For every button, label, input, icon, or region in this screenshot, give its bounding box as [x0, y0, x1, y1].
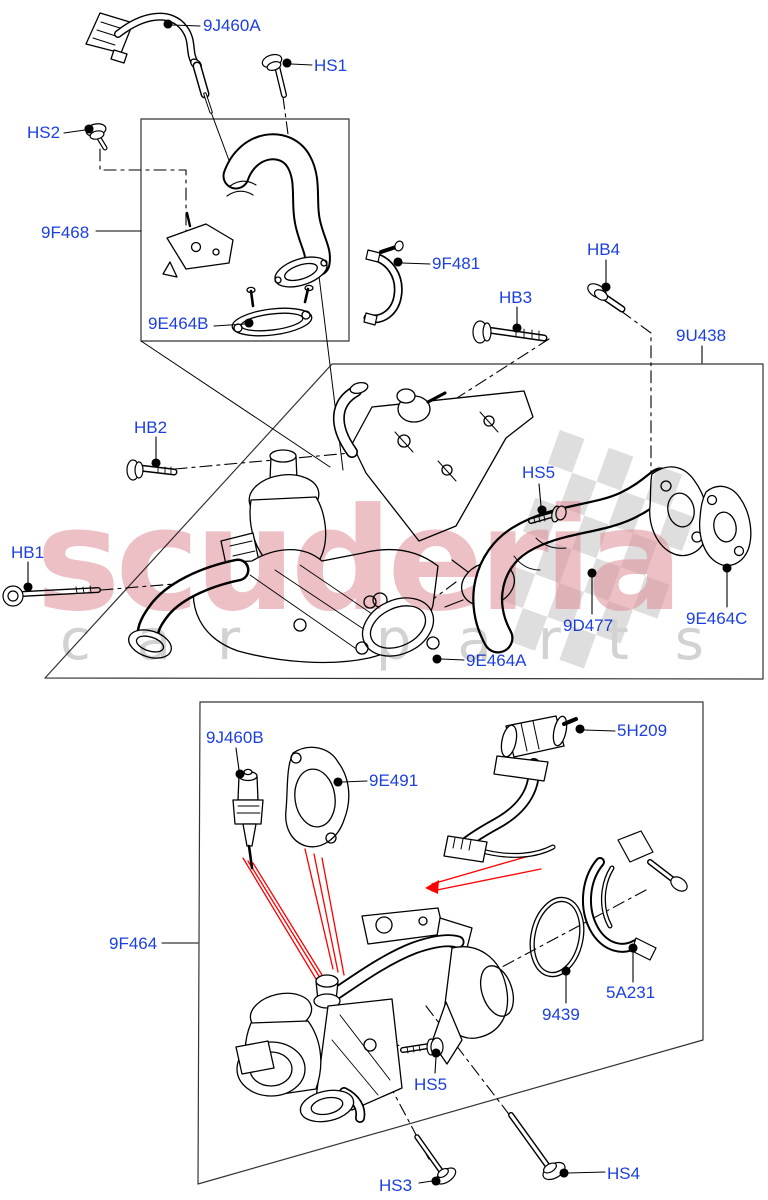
part-label-9J460A: 9J460A [203, 16, 261, 35]
part-label-HB2: HB2 [134, 418, 168, 437]
red-location-lines [242, 848, 554, 984]
bolt-HB3 [472, 320, 548, 344]
part-label-HS5-bottom: HS5 [414, 1075, 448, 1094]
egr-valve-assembly-9F464 [235, 907, 515, 1123]
part-label-9E464B: 9E464B [148, 314, 209, 333]
bolt-HB2 [126, 459, 178, 481]
part-label-9439: 9439 [542, 1005, 580, 1024]
gasket-9E491 [285, 746, 350, 848]
part-label-HS4: HS4 [607, 1164, 641, 1183]
part-label-9U438: 9U438 [676, 326, 727, 345]
part-label-9E464C: 9E464C [686, 609, 748, 628]
part-label-HS1: HS1 [314, 56, 348, 75]
part-label-9D477: 9D477 [563, 616, 614, 635]
clamp-5A231 [581, 830, 688, 961]
bolt-HS1 [261, 53, 287, 98]
seal-9439 [529, 896, 585, 978]
egr-tube-9F468 [162, 133, 331, 288]
part-label-HS5-middle: HS5 [522, 463, 556, 482]
part-label-HB4: HB4 [587, 240, 621, 259]
part-label-9F481: 9F481 [432, 254, 481, 273]
red-arrowhead [425, 880, 439, 894]
egr-cooler-assembly [128, 381, 534, 664]
clamp-9F481 [363, 240, 404, 326]
bolt-HS4 [508, 1112, 566, 1181]
part-label-HS2: HS2 [27, 123, 61, 142]
part-label-9F464: 9F464 [109, 934, 158, 953]
part-label-9F468: 9F468 [41, 223, 90, 242]
part-label-HB1: HB1 [11, 543, 45, 562]
part-label-5H209: 5H209 [617, 721, 668, 740]
egr-temperature-sensor-9J460A [85, 12, 213, 114]
detail-box-9U438 [44, 363, 764, 680]
gasket-9E464C [698, 485, 752, 567]
sensor-9J460B [232, 768, 264, 870]
bolt-HS3 [414, 1134, 457, 1185]
detail-box-9F468 [140, 118, 350, 342]
egr-pipe-9D477 [472, 466, 709, 654]
bolt-HB1 [2, 585, 101, 607]
part-label-HB3: HB3 [499, 288, 533, 307]
gasket-9E464B [231, 284, 314, 337]
detail-box-9F464 [197, 701, 704, 1185]
part-label-HS3: HS3 [379, 1176, 413, 1195]
gasket-9E464A [355, 595, 440, 657]
part-label-9E491: 9E491 [369, 771, 419, 790]
part-label-9J460B: 9J460B [206, 728, 264, 747]
part-label-9E464A: 9E464A [466, 651, 527, 670]
vacuum-valve-5H209 [443, 715, 578, 863]
part-label-5A231: 5A231 [606, 983, 656, 1002]
